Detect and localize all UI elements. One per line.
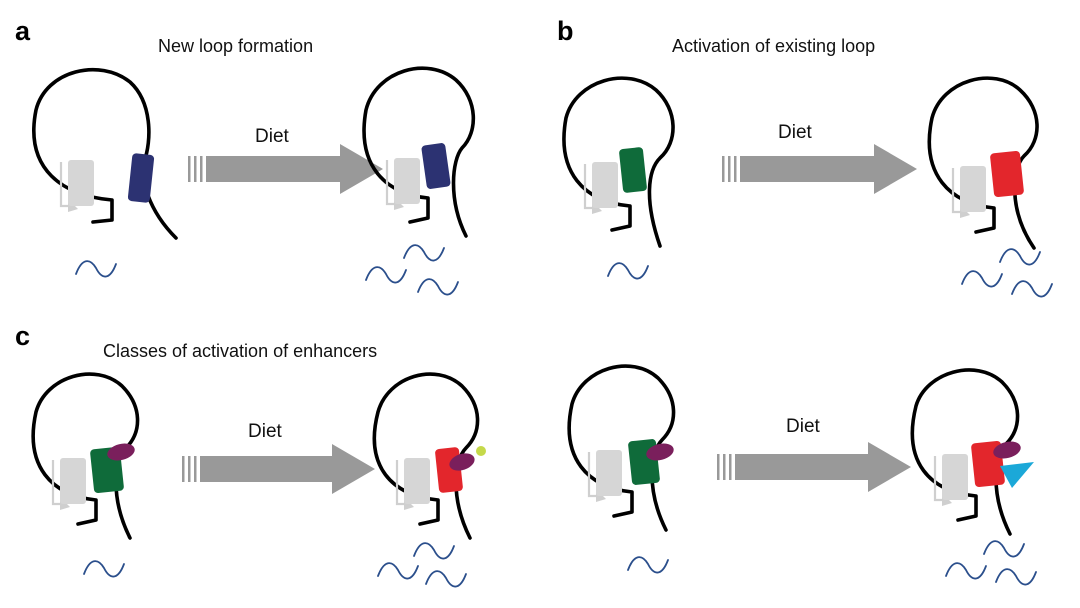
transcript-wave: [417, 278, 459, 296]
transcript-wave: [1011, 280, 1053, 298]
enhancer-green: [619, 147, 647, 193]
chromatin-loop: [362, 66, 476, 238]
arrow-label-a: Diet: [255, 126, 290, 147]
transcript-wave: [983, 540, 1025, 558]
panel-b: b Activation of existing loop Diet: [557, 16, 1053, 298]
promoter-box: [385, 156, 422, 212]
transcript-wave: [995, 568, 1037, 586]
transcript-wave: [961, 270, 1003, 288]
enhancer-navy: [127, 153, 155, 203]
transcript-wave: [75, 260, 117, 278]
panel-b-before-state: [562, 76, 675, 280]
diet-arrow-b: [722, 144, 917, 194]
transcription-factor: [993, 441, 1021, 459]
panel-c-right-after-state: [910, 368, 1037, 586]
transcription-factor: [646, 443, 674, 461]
diet-arrow-a: [188, 144, 383, 194]
enhancer-red: [990, 150, 1024, 198]
promoter-box: [933, 452, 970, 508]
panel-a-before-state: [32, 67, 178, 278]
diet-arrow-c-right: [717, 442, 911, 492]
panel-c-left-before-state: [31, 372, 140, 578]
panel-letter-b: b: [557, 16, 574, 46]
transcript-wave: [425, 570, 467, 588]
promoter-box: [395, 456, 432, 512]
transcript-wave: [945, 562, 987, 580]
promoter-box: [951, 164, 988, 220]
transcript-wave: [365, 266, 407, 284]
transcript-wave: [999, 248, 1041, 266]
panel-a-title: New loop formation: [158, 36, 313, 56]
panel-c-right-before-state: [567, 364, 676, 574]
arrow-label-c-right: Diet: [786, 416, 821, 437]
enhancer-navy: [421, 143, 451, 189]
panel-a: a New loop formation Diet: [15, 16, 476, 296]
promoter-box: [583, 160, 620, 216]
arrow-label-c-left: Diet: [248, 421, 283, 442]
transcription-factor: [449, 453, 475, 471]
chromatin-loop: [562, 76, 675, 248]
transcription-factor: [107, 443, 135, 461]
transcript-wave: [377, 562, 419, 580]
arrow-label-b: Diet: [778, 122, 813, 143]
panel-a-after-state: [362, 66, 476, 296]
panel-c: c Classes of activation of enhancers Die…: [15, 321, 1037, 588]
panel-c-title: Classes of activation of enhancers: [103, 341, 377, 361]
transcript-wave: [403, 244, 445, 262]
transcript-wave: [83, 560, 125, 578]
panel-c-left-after-state: [372, 372, 486, 588]
chromatin-loop: [32, 67, 178, 240]
panel-letter-a: a: [15, 16, 31, 46]
panel-b-title: Activation of existing loop: [672, 36, 875, 56]
transcript-wave: [627, 556, 669, 574]
cofactor-cyan: [1000, 462, 1034, 488]
cofactor-yellow: [476, 446, 486, 456]
transcript-wave: [607, 262, 649, 280]
promoter-box: [587, 448, 624, 504]
diet-arrow-c-left: [182, 444, 375, 494]
panel-b-after-state: [927, 76, 1053, 298]
promoter-box: [51, 456, 88, 512]
transcript-wave: [413, 542, 455, 560]
panel-letter-c: c: [15, 321, 30, 351]
